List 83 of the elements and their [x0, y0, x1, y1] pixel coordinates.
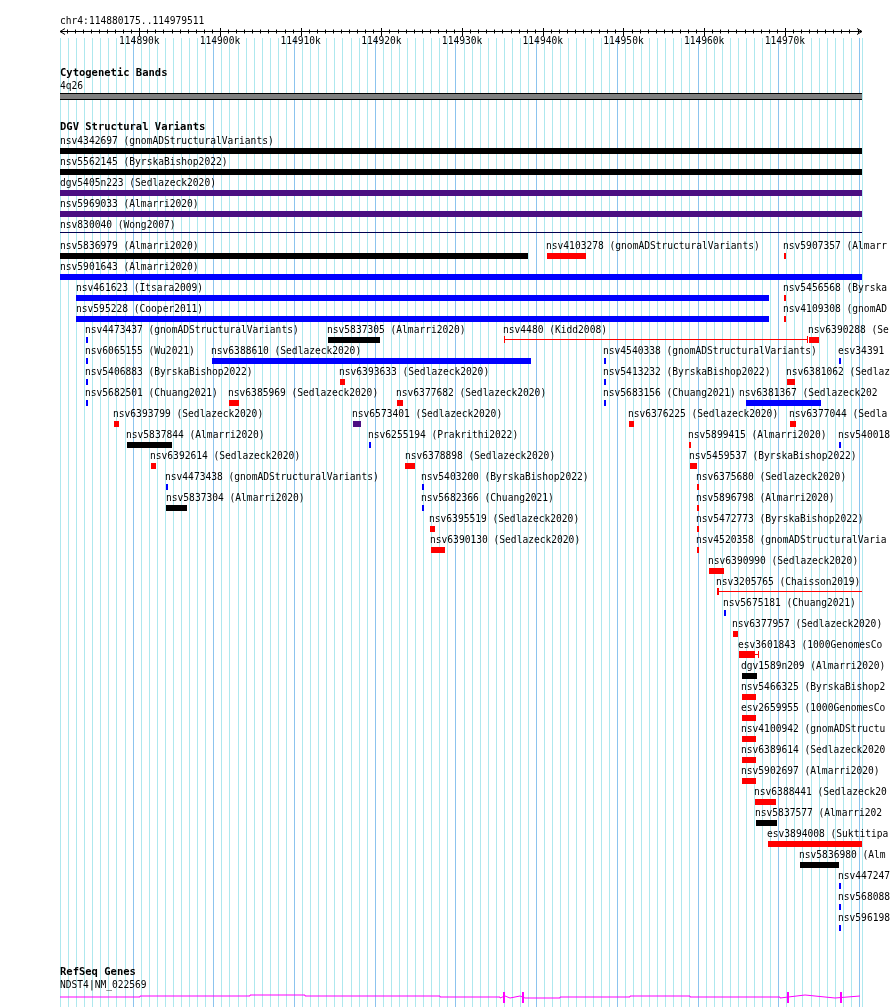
- tick-label: 114960k: [682, 35, 726, 46]
- variant-label: esv3601843 (1000GenomesCo: [738, 639, 883, 650]
- variant-label: nsv461623 (Itsara2009): [76, 282, 204, 293]
- variant-label: nsv6065155 (Wu2021): [85, 345, 195, 356]
- variant-label: nsv5406883 (ByrskaBishop2022): [85, 366, 253, 377]
- tick-label: 114940k: [521, 35, 564, 46]
- variant-label: nsv6377682 (Sedlazeck2020): [396, 387, 547, 398]
- variant-label: nsv4473437 (gnomADStructuralVariants): [85, 324, 299, 335]
- variant-label: nsv595228 (Cooper2011): [76, 303, 204, 314]
- coordinate-label: chr4:114880175..114979511: [60, 15, 205, 26]
- variant-label: nsv6393633 (Sedlazeck2020): [339, 366, 490, 377]
- variant-label: nsv5836980 (Alm: [799, 849, 886, 860]
- variant-label: nsv568088: [838, 891, 890, 902]
- variant-label: nsv6388610 (Sedlazeck2020): [211, 345, 362, 356]
- tick-label: 114930k: [440, 35, 484, 46]
- variant-label: nsv540018: [838, 429, 890, 440]
- variant-label: nsv6388441 (Sedlazeck20: [754, 786, 887, 797]
- variant-label: nsv6378898 (Sedlazeck2020): [405, 450, 556, 461]
- variant-label: dgv5405n223 (Sedlazeck2020): [60, 177, 216, 188]
- variant-label: nsv830040 (Wong2007): [60, 219, 176, 230]
- variant-label: nsv6255194 (Prakrithi2022): [368, 429, 519, 440]
- variant-label: nsv6381367 (Sedlazeck202: [739, 387, 878, 398]
- variant-label: nsv5413232 (ByrskaBishop2022): [603, 366, 771, 377]
- variant-label: nsv5907357 (Almarr: [783, 240, 887, 251]
- variant-label: nsv5837844 (Almarri2020): [126, 429, 265, 440]
- variant-label: nsv5683156 (Chuang2021): [603, 387, 736, 398]
- variant-label: nsv6381062 (Sedlaz: [786, 366, 890, 377]
- variant-label: nsv5459537 (ByrskaBishop2022): [689, 450, 857, 461]
- variant-label: nsv4100942 (gnomADStructu: [741, 723, 886, 734]
- variant-label: nsv5896798 (Almarri2020): [696, 492, 835, 503]
- variant-label: nsv6377044 (Sedla: [789, 408, 888, 419]
- variant-label: nsv5901643 (Almarri2020): [60, 261, 199, 272]
- variant-label: nsv6389614 (Sedlazeck2020: [741, 744, 886, 755]
- variant-label: dgv1589n209 (Almarri2020): [741, 660, 886, 671]
- variant-label: nsv6390288 (Se: [808, 324, 889, 335]
- variant-label: nsv5682501 (Chuang2021): [85, 387, 218, 398]
- variant-label: nsv5899415 (Almarri2020): [688, 429, 827, 440]
- track-heading: Cytogenetic Bands: [60, 67, 168, 78]
- gene-label: NDST4|NM_022569: [60, 979, 147, 990]
- variant-label: nsv5969033 (Almarri2020): [60, 198, 199, 209]
- variant-label: nsv6390130 (Sedlazeck2020): [430, 534, 581, 545]
- tick-label: 114950k: [602, 35, 645, 46]
- variant-label: nsv5472773 (ByrskaBishop2022): [696, 513, 864, 524]
- variant-label: nsv6376225 (Sedlazeck2020): [628, 408, 779, 419]
- variant-label: nsv4520358 (gnomADStructuralVaria: [696, 534, 887, 545]
- variant-label: nsv6385969 (Sedlazeck2020): [228, 387, 379, 398]
- variant-label: nsv6393799 (Sedlazeck2020): [113, 408, 264, 419]
- variant-label: nsv6395519 (Sedlazeck2020): [429, 513, 580, 524]
- variant-label: nsv5562145 (ByrskaBishop2022): [60, 156, 228, 167]
- track-heading: DGV Structural Variants: [60, 121, 206, 132]
- variant-label: nsv5902697 (Almarri2020): [741, 765, 880, 776]
- variant-label: nsv5466325 (ByrskaBishop2: [741, 681, 886, 692]
- variant-label: nsv4109308 (gnomAD: [783, 303, 887, 314]
- variant-label: nsv4473438 (gnomADStructuralVariants): [165, 471, 379, 482]
- variant-label: nsv4480 (Kidd2008): [503, 324, 607, 335]
- variant-label: nsv5837304 (Almarri2020): [166, 492, 305, 503]
- tick-label: 114910k: [279, 35, 322, 46]
- variant-label: nsv5837305 (Almarri2020): [327, 324, 466, 335]
- band-label: 4q26: [60, 80, 84, 91]
- variant-label: nsv5836979 (Almarri2020): [60, 240, 199, 251]
- tick-label: 114900k: [198, 35, 242, 46]
- variant-label: esv2659955 (1000GenomesCo: [741, 702, 886, 713]
- tick-label: 114890k: [118, 35, 161, 46]
- variant-label: nsv5675181 (Chuang2021): [723, 597, 856, 608]
- variant-label: esv34391: [838, 345, 885, 356]
- variant-label: nsv4103278 (gnomADStructuralVariants): [546, 240, 760, 251]
- variant-label: nsv5682366 (Chuang2021): [421, 492, 554, 503]
- variant-label: nsv4342697 (gnomADStructuralVariants): [60, 135, 274, 146]
- variant-label: nsv447247: [838, 870, 890, 881]
- variant-label: esv3894008 (Suktitipa: [767, 828, 889, 839]
- variant-label: nsv6573401 (Sedlazeck2020): [352, 408, 503, 419]
- variant-label: nsv6392614 (Sedlazeck2020): [150, 450, 301, 461]
- variant-label: nsv6390990 (Sedlazeck2020): [708, 555, 859, 566]
- tick-label: 114970k: [763, 35, 807, 46]
- variant-label: nsv5456568 (Byrska: [783, 282, 887, 293]
- variant-label: nsv3205765 (Chaisson2019): [716, 576, 861, 587]
- variant-label: nsv5837577 (Almarri202: [755, 807, 883, 818]
- variant-label: nsv596198: [838, 912, 890, 923]
- variant-label: nsv4540338 (gnomADStructuralVariants): [603, 345, 817, 356]
- variant-label: nsv5403200 (ByrskaBishop2022): [421, 471, 589, 482]
- tick-label: 114920k: [360, 35, 403, 46]
- variant-label: nsv6375680 (Sedlazeck2020): [696, 471, 847, 482]
- variant-label: nsv6377957 (Sedlazeck2020): [732, 618, 883, 629]
